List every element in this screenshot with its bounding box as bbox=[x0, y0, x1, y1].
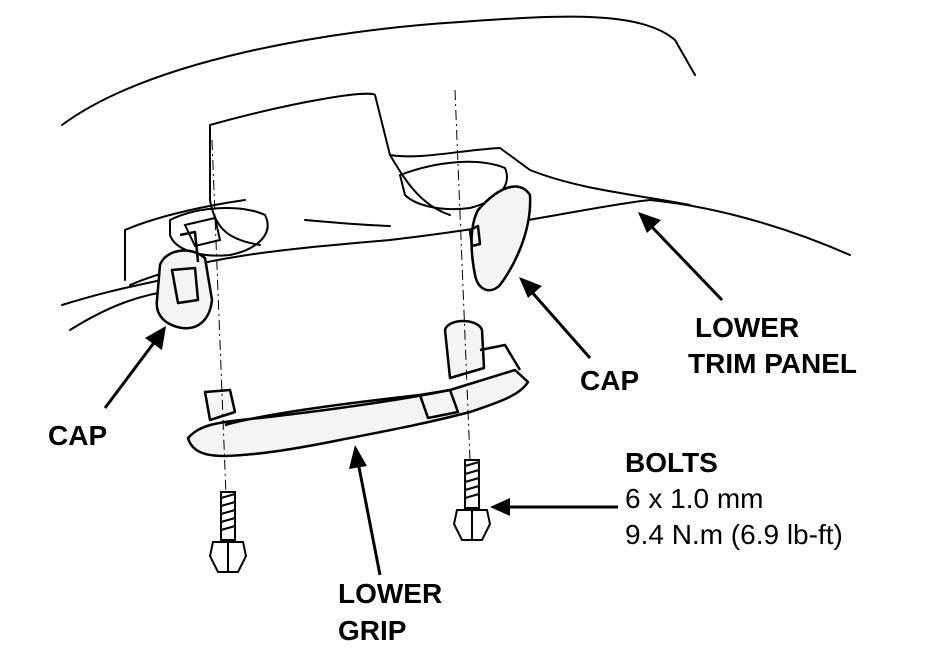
bolts-torque-spec: 9.4 N.m (6.9 lb-ft) bbox=[625, 519, 843, 550]
lower-grip-label-line1: LOWER bbox=[338, 578, 442, 609]
left-bolt bbox=[208, 491, 248, 573]
arrow-lower-grip bbox=[349, 445, 382, 576]
left-cap-part bbox=[155, 230, 214, 330]
arrow-cap-left bbox=[103, 326, 166, 409]
right-bolt bbox=[452, 459, 492, 541]
lower-trim-panel-label-line2: TRIM PANEL bbox=[688, 348, 857, 379]
cap-left-label: CAP bbox=[48, 420, 107, 451]
alignment-lines bbox=[211, 89, 471, 496]
lower-trim-panel-label-line1: LOWER bbox=[695, 312, 799, 343]
left-mount-recess bbox=[169, 207, 269, 257]
bolts-size-spec: 6 x 1.0 mm bbox=[625, 483, 763, 514]
lower-grip-part bbox=[186, 319, 530, 458]
right-cap-part bbox=[468, 185, 532, 292]
roof-trim-illustration bbox=[61, 15, 851, 331]
arrow-lower-trim-panel bbox=[638, 212, 724, 302]
arrow-cap-right bbox=[519, 277, 592, 359]
cap-right-label: CAP bbox=[580, 365, 639, 396]
lower-grip-label-line2: GRIP bbox=[338, 615, 406, 646]
leader-arrows bbox=[103, 212, 724, 576]
arrow-bolts bbox=[490, 498, 618, 516]
bolts-title-label: BOLTS bbox=[625, 447, 718, 478]
